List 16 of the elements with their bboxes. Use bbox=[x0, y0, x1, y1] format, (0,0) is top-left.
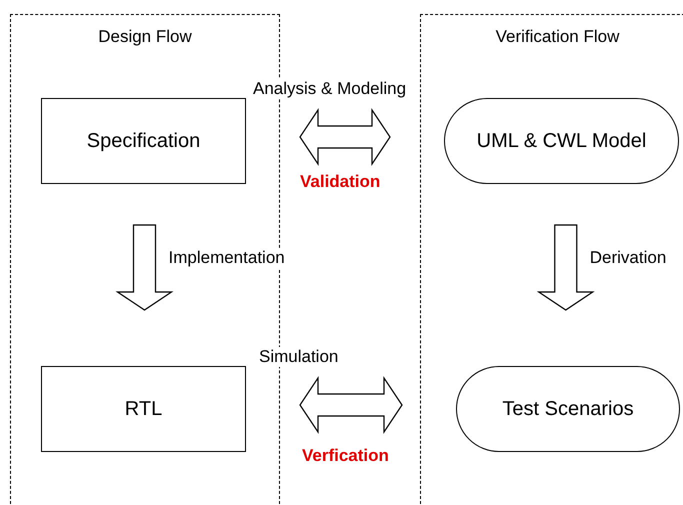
process-box: Specification bbox=[41, 98, 246, 184]
block-arrow bbox=[299, 108, 391, 166]
edge-label: Simulation bbox=[259, 347, 338, 367]
edge-label: Implementation bbox=[168, 248, 285, 268]
note-label: Validation bbox=[300, 172, 380, 192]
edge-label: Analysis & Modeling bbox=[253, 79, 406, 99]
dashed-panel bbox=[420, 14, 683, 505]
panel-heading: Verification Flow bbox=[494, 27, 620, 47]
block-arrow bbox=[116, 224, 174, 311]
rounded-box: Test Scenarios bbox=[456, 366, 680, 452]
process-box: RTL bbox=[41, 366, 246, 452]
note-label: Verfication bbox=[302, 446, 389, 466]
panel-heading: Design Flow bbox=[97, 27, 193, 47]
block-arrow bbox=[299, 376, 403, 434]
block-arrow bbox=[536, 224, 595, 311]
rounded-box: UML & CWL Model bbox=[444, 98, 679, 184]
